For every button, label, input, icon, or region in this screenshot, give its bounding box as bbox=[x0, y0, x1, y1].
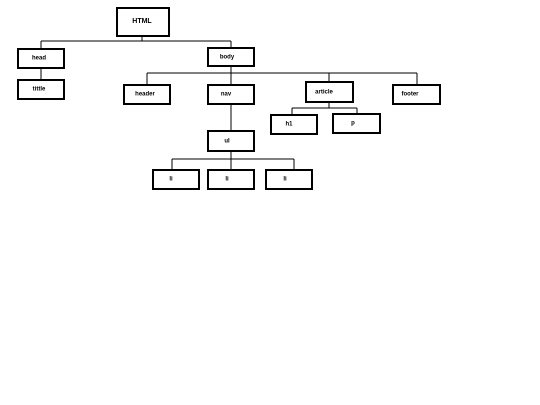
node-footer-label: footer bbox=[402, 92, 420, 98]
node-header-label: header bbox=[135, 92, 155, 98]
node-li-2: li bbox=[207, 169, 255, 190]
connector-article-children bbox=[291, 102, 358, 115]
node-li-1-label: li bbox=[169, 177, 173, 183]
node-h1: h1 bbox=[270, 114, 318, 135]
node-body-label: body bbox=[220, 55, 235, 61]
node-article: article bbox=[305, 81, 354, 103]
node-ul: ul bbox=[207, 130, 255, 152]
node-li-2-label: li bbox=[225, 177, 229, 183]
node-li-3: li bbox=[265, 169, 313, 190]
node-footer: footer bbox=[392, 84, 441, 105]
node-html: HTML bbox=[116, 7, 170, 37]
node-h1-label: h1 bbox=[285, 122, 293, 128]
node-ul-label: ul bbox=[224, 139, 230, 145]
node-li-3-label: li bbox=[283, 177, 287, 183]
node-tittle: tittle bbox=[17, 79, 65, 100]
node-nav: nav bbox=[207, 84, 255, 105]
node-head-label: head bbox=[32, 56, 46, 62]
node-p-label: p bbox=[351, 121, 355, 127]
tree-connectors bbox=[40, 36, 418, 170]
node-p: p bbox=[332, 113, 381, 134]
connector-ul-li bbox=[171, 151, 295, 170]
connector-html-children bbox=[40, 36, 232, 49]
node-article-label: article bbox=[315, 90, 333, 96]
node-header: header bbox=[123, 84, 171, 105]
node-head: head bbox=[17, 48, 65, 69]
node-li-1: li bbox=[152, 169, 200, 190]
connector-body-children bbox=[146, 66, 418, 85]
node-html-label: HTML bbox=[132, 18, 152, 25]
node-body: body bbox=[207, 47, 255, 67]
node-tittle-label: tittle bbox=[33, 87, 46, 93]
node-nav-label: nav bbox=[221, 92, 232, 98]
